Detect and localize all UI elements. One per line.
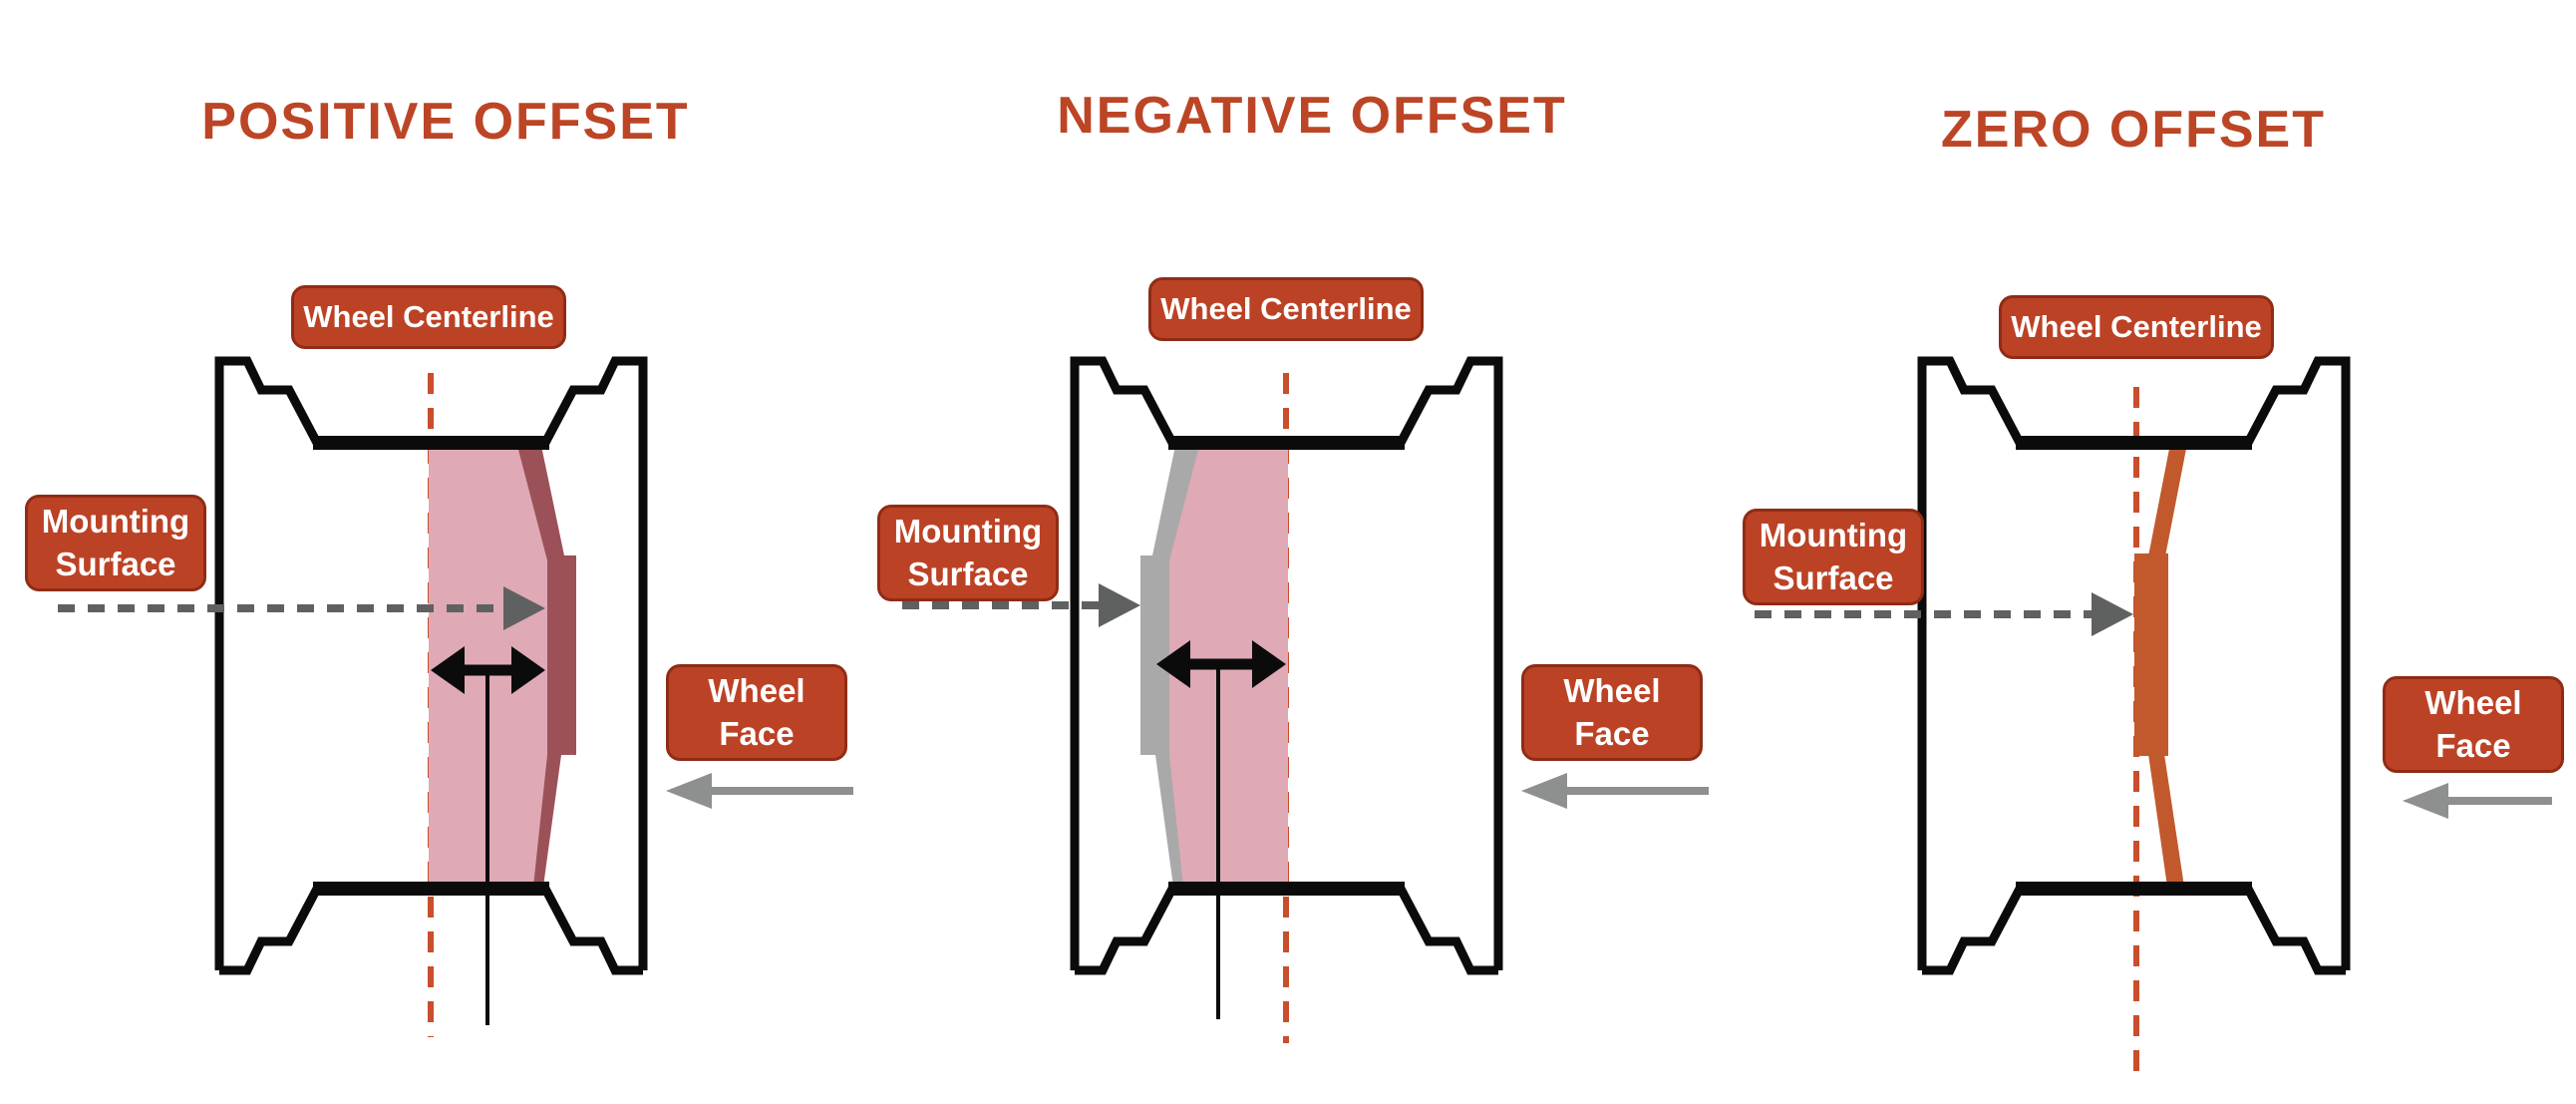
zero-wheel-outline bbox=[1917, 356, 2351, 975]
positive-wheel-face-text1: Wheel bbox=[708, 672, 805, 710]
zero-panel-group bbox=[1755, 356, 2552, 1075]
zero-mounting-surface-arrow bbox=[1755, 592, 2133, 636]
negative-offset-double-arrow bbox=[1156, 640, 1286, 688]
positive-wheel-centerline-label: Wheel Centerline bbox=[291, 285, 566, 349]
zero-wheel-face-label: Wheel Face bbox=[2383, 676, 2564, 773]
zero-mounting-surface-text1: Mounting bbox=[1759, 517, 1908, 554]
zero-wheel-face-text1: Wheel bbox=[2424, 684, 2522, 722]
zero-mounting-surface-text2: Surface bbox=[1772, 558, 1894, 596]
positive-mounting-surface-arrow bbox=[58, 586, 545, 630]
positive-panel-group bbox=[58, 356, 853, 1037]
positive-mounting-surface-label: Mounting Surface bbox=[25, 495, 206, 591]
negative-wheel-face-text1: Wheel bbox=[1563, 672, 1661, 710]
zero-wheel-centerline-text: Wheel Centerline bbox=[2011, 309, 2262, 344]
positive-mounting-surface-text1: Mounting bbox=[41, 503, 190, 541]
negative-mounting-surface-text1: Mounting bbox=[893, 513, 1043, 551]
panel-title-zero: ZERO OFFSET bbox=[1941, 101, 2326, 159]
positive-wheel-face-arrow bbox=[666, 773, 853, 809]
negative-mounting-surface-arrow bbox=[902, 583, 1140, 627]
panel-title-negative: NEGATIVE OFFSET bbox=[1057, 87, 1567, 145]
negative-wheel-centerline-label: Wheel Centerline bbox=[1148, 277, 1424, 341]
zero-wheel-centerline-label: Wheel Centerline bbox=[1999, 295, 2274, 359]
zero-spoke-upper bbox=[2148, 449, 2186, 556]
positive-offset-double-arrow bbox=[431, 646, 545, 694]
negative-mounting-surface-label: Mounting Surface bbox=[877, 505, 1059, 601]
negative-wheel-face-label: Wheel Face bbox=[1521, 664, 1703, 761]
zero-spoke-lower bbox=[2148, 754, 2184, 887]
panel-title-positive: POSITIVE OFFSET bbox=[201, 93, 690, 151]
zero-mounting-pad bbox=[2134, 553, 2168, 756]
negative-wheel-face-arrow bbox=[1521, 773, 1709, 809]
zero-spoke bbox=[2134, 449, 2186, 887]
zero-wheel-face-arrow bbox=[2403, 783, 2552, 819]
zero-mounting-surface-label: Mounting Surface bbox=[1743, 509, 1924, 605]
negative-mounting-surface-text2: Surface bbox=[907, 554, 1029, 592]
negative-wheel-centerline-text: Wheel Centerline bbox=[1160, 291, 1412, 326]
positive-wheel-face-text2: Face bbox=[719, 714, 795, 752]
zero-wheel-face-text2: Face bbox=[2435, 726, 2511, 764]
negative-wheel-face-text2: Face bbox=[1574, 714, 1650, 752]
negative-panel-group bbox=[902, 356, 1709, 1043]
positive-mounting-surface-text2: Surface bbox=[55, 545, 176, 582]
negative-wheel-outline bbox=[1070, 356, 1503, 975]
positive-wheel-face-label: Wheel Face bbox=[666, 664, 847, 761]
positive-wheel-outline bbox=[214, 356, 648, 975]
positive-wheel-centerline-text: Wheel Centerline bbox=[303, 299, 554, 334]
